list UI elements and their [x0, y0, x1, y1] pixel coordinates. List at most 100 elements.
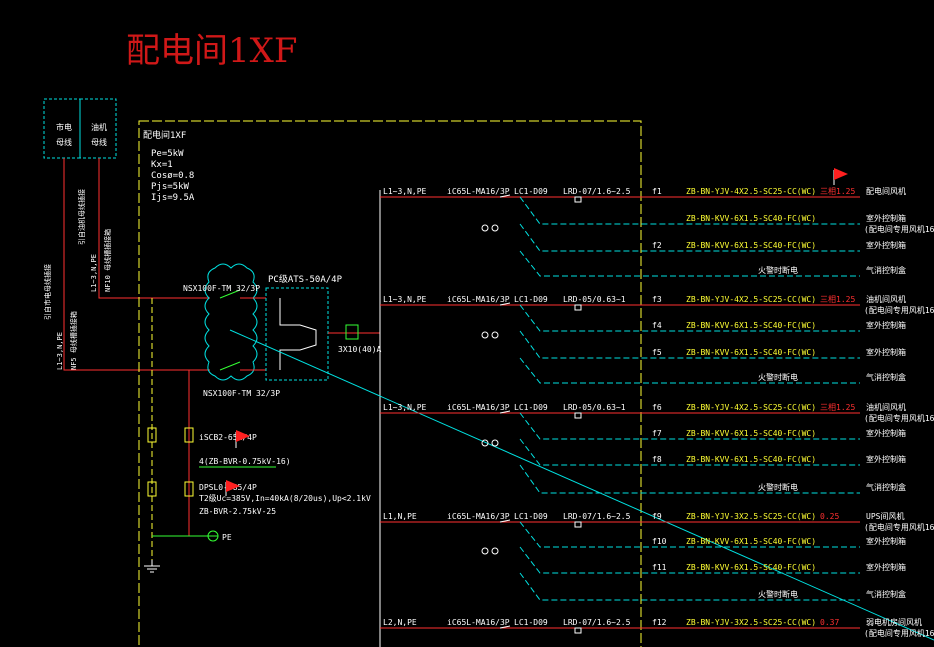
- circuit-cable: ZB-BN-KVV-6X1.5-SC40-FC(WC): [686, 321, 816, 330]
- circuit-phase: L1,N,PE: [383, 512, 417, 521]
- feed2-box: NF10 母线槽插接箱: [103, 229, 112, 292]
- spd-spec: T2级Uc=385V,In=40kA(8/20us),Up<2.1kV: [199, 493, 371, 503]
- feed2-source: 引自油机母线插接: [77, 189, 86, 245]
- feed1-line: [63, 158, 210, 371]
- circuit-number: f9: [652, 512, 662, 521]
- circuit-indicator-icon: [491, 224, 499, 232]
- circuit-load: 油机间风机: [866, 294, 906, 304]
- circuit-load: 气消控制盒: [866, 265, 906, 275]
- circuit-cable: 火警时断电: [758, 589, 798, 599]
- circuit-cable: 火警时断电: [758, 372, 798, 382]
- feed1-box: NF5 母线槽插接箱: [69, 311, 78, 370]
- circuit-cable: ZB-BN-KVV-6X1.5-SC40-FC(WC): [686, 455, 816, 464]
- circuit-load: 室外控制箱: [866, 320, 906, 330]
- pe-label: PE: [222, 533, 232, 542]
- circuit-phase: L1~3,N,PE: [383, 403, 427, 412]
- circuit-number: f4: [652, 321, 662, 330]
- circuit-indicator-icon: [481, 439, 489, 447]
- circuit-cable: ZB-BN-KVV-6X1.5-SC40-FC(WC): [686, 241, 816, 250]
- source-box-mains-line1: 市电: [56, 122, 72, 132]
- circuit-control-line: [519, 412, 860, 440]
- circuit-number: f7: [652, 429, 662, 438]
- panel-name: 配电间1XF: [143, 129, 186, 141]
- circuit-relay-symbol: [574, 196, 582, 203]
- circuit-load-note: (配电间专用风机16D303-2): [864, 522, 934, 532]
- circuit-breaker: iC65L-MA16/3P: [447, 295, 510, 304]
- spd-breaker-label: iSCB2-65H/4P: [199, 433, 257, 442]
- feed2-phase: L1~3,N,PE: [90, 254, 98, 292]
- flag-icon-top: [833, 168, 848, 185]
- source-box-mains-line2: 母线: [56, 137, 72, 147]
- circuit-power: 0.25: [820, 512, 839, 521]
- flag-icon-spd2: [225, 480, 240, 496]
- circuit-load: 室外控制箱: [866, 536, 906, 546]
- circuit-control-line: [519, 223, 860, 252]
- ground-icon: [144, 560, 160, 573]
- circuit-control-line: [519, 330, 860, 359]
- circuit-number: f11: [652, 563, 667, 572]
- feed2-line: [98, 158, 210, 299]
- panel-param-cos: Cosø=0.8: [151, 171, 194, 181]
- circuit-cable: ZB-BN-KVV-6X1.5-SC40-FC(WC): [686, 537, 816, 546]
- spd-cable-label: 4(ZB-BVR-0.75kV-16): [199, 457, 291, 466]
- circuit-indicator-icon: [481, 224, 489, 232]
- circuit-number: f6: [652, 403, 662, 412]
- circuit-contactor: LC1-D09: [514, 512, 548, 521]
- circuit-load: 弱电机房间风机: [866, 617, 922, 627]
- circuit-load: 室外控制箱: [866, 347, 906, 357]
- circuit-phase: L1~3,N,PE: [383, 187, 427, 196]
- circuit-indicator-icon: [481, 331, 489, 339]
- circuit-load: 配电间风机: [866, 186, 906, 196]
- circuit-breaker-symbol: [499, 194, 511, 198]
- circuit-cable: ZB-BN-YJV-3X2.5-SC25-CC(WC): [686, 618, 816, 627]
- breaker2-label: NSX100F-TM 32/3P: [203, 389, 280, 398]
- circuit-control-line: [519, 304, 860, 332]
- circuit-contactor: LC1-D09: [514, 295, 548, 304]
- circuit-breaker: iC65L-MA16/3P: [447, 187, 510, 196]
- circuit-breaker-symbol: [499, 302, 511, 306]
- feed1-source: 引自市电母线插接: [43, 264, 52, 320]
- source-box-gen-line2: 母线: [91, 137, 107, 147]
- circuit-load-note: (配电间专用风机16D303-2): [864, 305, 934, 315]
- circuit-number: f2: [652, 241, 662, 250]
- circuit-relay-symbol: [574, 304, 582, 311]
- circuit-control-line: [519, 196, 860, 225]
- circuit-contactor: LC1-D09: [514, 618, 548, 627]
- circuit-control-line: [519, 521, 860, 548]
- spd-symbol: [184, 481, 194, 497]
- circuit-number: f3: [652, 295, 662, 304]
- circuit-load: 室外控制箱: [866, 454, 906, 464]
- circuit-relay: LRD-07/1.6~2.5: [563, 512, 631, 521]
- circuit-cable: 火警时断电: [758, 265, 798, 275]
- circuit-number: f5: [652, 348, 662, 357]
- circuit-load-note: (配电间专用风机16D303-2): [864, 628, 934, 638]
- control-diagonal: [229, 329, 934, 641]
- pe-cable-label: ZB-BVR-2.75kV-25: [199, 507, 276, 516]
- flag-icon-spd: [235, 430, 250, 448]
- circuit-breaker: iC65L-MA16/3P: [447, 618, 510, 627]
- circuit-control-line: [519, 572, 860, 601]
- circuit-relay-symbol: [574, 412, 582, 419]
- circuit-load: 室外控制箱: [866, 240, 906, 250]
- circuit-indicator-icon: [491, 547, 499, 555]
- interlock-cloud: [204, 263, 258, 381]
- circuit-power: 三相1.25: [820, 186, 855, 196]
- circuit-cable: 火警时断电: [758, 482, 798, 492]
- panel-param-kx: Kx=1: [151, 160, 173, 170]
- circuit-load: 气消控制盒: [866, 482, 906, 492]
- circuit-number: f1: [652, 187, 662, 196]
- circuit-load: 气消控制盒: [866, 589, 906, 599]
- spd-breaker-symbol: [184, 427, 194, 443]
- circuit-cable: ZB-BN-KVV-6X1.5-SC40-FC(WC): [686, 563, 816, 572]
- circuit-load-note: (配电间专用风机16D303-2): [864, 413, 934, 423]
- circuit-breaker: iC65L-MA16/3P: [447, 512, 510, 521]
- source-box-gen-line1: 油机: [91, 122, 107, 132]
- circuit-relay: LRD-05/0.63~1: [563, 403, 626, 412]
- circuit-load: 室外控制箱: [866, 562, 906, 572]
- circuit-phase: L1~3,N,PE: [383, 295, 427, 304]
- circuit-control-line: [519, 464, 860, 494]
- ats-box: [265, 287, 329, 381]
- circuit-load: 室外控制箱: [866, 213, 906, 223]
